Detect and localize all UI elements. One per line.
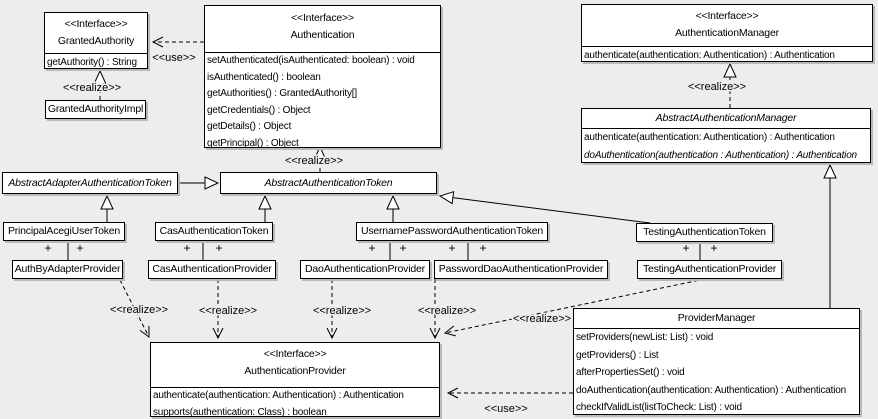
class-name: GrantedAuthorityImpl [47, 103, 144, 115]
class-dao-authentication-provider[interactable]: DaoAuthenticationProvider [300, 260, 430, 279]
class-authentication-provider[interactable]: <<Interface>> AuthenticationProvider aut… [150, 342, 440, 417]
class-provider-manager[interactable]: ProviderManager setProviders(newList: Li… [573, 308, 860, 415]
class-password-dao-authentication-provider[interactable]: PasswordDaoAuthenticationProvider [434, 260, 608, 279]
assoc-end-plus: + [448, 241, 455, 255]
method-label: setAuthenticated(isAuthenticated: boolea… [207, 55, 415, 66]
class-abstract-adapter-authentication-token[interactable]: AbstractAdapterAuthenticationToken [2, 172, 178, 194]
method-label: checkIfValidList(listToCheck: List) : vo… [576, 402, 742, 413]
class-authentication-manager[interactable]: <<Interface>> AuthenticationManager auth… [581, 4, 873, 62]
class-name: CasAuthenticationProvider [152, 263, 272, 275]
realize-label: <<realize>> [513, 313, 571, 325]
realize-label: <<realize>> [199, 305, 257, 317]
class-cas-authentication-provider[interactable]: CasAuthenticationProvider [148, 260, 276, 279]
class-name: PrincipalAcegiUserToken [7, 225, 121, 237]
class-principal-acegi-user-token[interactable]: PrincipalAcegiUserToken [3, 222, 125, 241]
stereotype-label: <<Interface>> [291, 12, 354, 24]
assoc-end-plus: + [76, 241, 83, 255]
class-testing-authentication-provider[interactable]: TestingAuthenticationProvider [637, 260, 782, 279]
realize-label: <<realize>> [313, 305, 371, 317]
assoc-end-plus: + [44, 241, 51, 255]
method-label: getProviders() : List [576, 349, 659, 361]
class-auth-by-adapter-provider[interactable]: AuthByAdapterProvider [12, 260, 123, 279]
realize-label: <<realize>> [418, 305, 476, 317]
stereotype-label: <<Interface>> [695, 10, 759, 22]
assoc-end-plus: + [399, 241, 406, 255]
realize-label: <<realize>> [110, 304, 168, 316]
class-name: AbstractAuthenticationToken [264, 177, 393, 189]
class-testing-authentication-token[interactable]: TestingAuthenticationToken [636, 223, 773, 242]
method-label: authenticate(authentication: Authenticat… [153, 390, 404, 401]
stereotype-label: <<Interface>> [263, 348, 327, 360]
method-label: doAuthentication(authentication: Authent… [576, 384, 846, 396]
class-name: TestingAuthenticationProvider [642, 263, 777, 275]
class-username-password-authentication-token[interactable]: UsernamePasswordAuthenticationToken [356, 222, 548, 241]
class-abstract-authentication-manager[interactable]: AbstractAuthenticationManager authentica… [581, 108, 871, 163]
realize-label: <<realize>> [285, 155, 343, 167]
class-granted-authority[interactable]: <<Interface>> GrantedAuthority getAuthor… [44, 12, 148, 69]
method-label: authenticate(authentication: Authenticat… [584, 50, 835, 61]
edge-gen-testingtoken [438, 190, 651, 224]
realize-label: <<realize>> [688, 81, 746, 93]
method-label: setProviders(newList: List) : void [576, 332, 714, 343]
method-label: getAuthorities() : GrantedAuthority[] [207, 88, 357, 100]
assoc-end-plus: + [710, 241, 717, 255]
method-label: doAuthentication(authentication : Authen… [584, 149, 857, 161]
realize-label: <<realize>> [63, 82, 121, 94]
class-name: AbstractAdapterAuthenticationToken [8, 177, 172, 189]
class-granted-authority-impl[interactable]: GrantedAuthorityImpl [45, 100, 146, 119]
method-label: getCredentials() : Object [207, 104, 311, 116]
class-abstract-authentication-token[interactable]: AbstractAuthenticationToken [220, 172, 437, 194]
class-name: UsernamePasswordAuthenticationToken [360, 225, 544, 237]
class-name: DaoAuthenticationProvider [305, 263, 425, 275]
assoc-end-plus: + [215, 241, 222, 255]
class-name: AuthenticationManager [675, 27, 779, 39]
class-name: Authentication [290, 29, 355, 41]
class-name: AuthByAdapterProvider [14, 263, 121, 275]
class-name: ProviderManager [677, 312, 756, 324]
class-name: AuthenticationProvider [244, 365, 346, 377]
assoc-end-plus: + [368, 241, 375, 255]
method-label: authenticate(authentication: Authenticat… [584, 132, 835, 143]
method-label: supports(authentication: Class) : boolea… [153, 406, 327, 417]
method-label: getPrincipal() : Object [207, 137, 299, 148]
use-label: <<use>> [152, 52, 195, 64]
method-label: afterPropertiesSet() : void [576, 367, 685, 378]
class-name: CasAuthenticationToken [159, 225, 269, 237]
class-name: TestingAuthenticationToken [643, 226, 766, 238]
stereotype-label: <<Interface>> [64, 18, 128, 30]
use-label: <<use>> [484, 403, 527, 415]
class-name: PasswordDaoAuthenticationProvider [438, 263, 604, 275]
method-label: getAuthority() : String [47, 57, 137, 68]
method-label: isAuthenticated() : boolean [207, 71, 321, 83]
class-name: AbstractAuthenticationManager [655, 112, 797, 124]
class-name: GrantedAuthority [57, 35, 135, 47]
assoc-end-plus: + [682, 241, 689, 255]
assoc-end-plus: + [183, 241, 190, 255]
method-label: getDetails() : Object [207, 121, 292, 133]
class-authentication[interactable]: <<Interface>> Authentication setAuthenti… [204, 5, 441, 148]
assoc-end-plus: + [479, 241, 486, 255]
edge-realize-authbyadapterprovider [119, 279, 150, 338]
class-cas-authentication-token[interactable]: CasAuthenticationToken [155, 222, 273, 241]
